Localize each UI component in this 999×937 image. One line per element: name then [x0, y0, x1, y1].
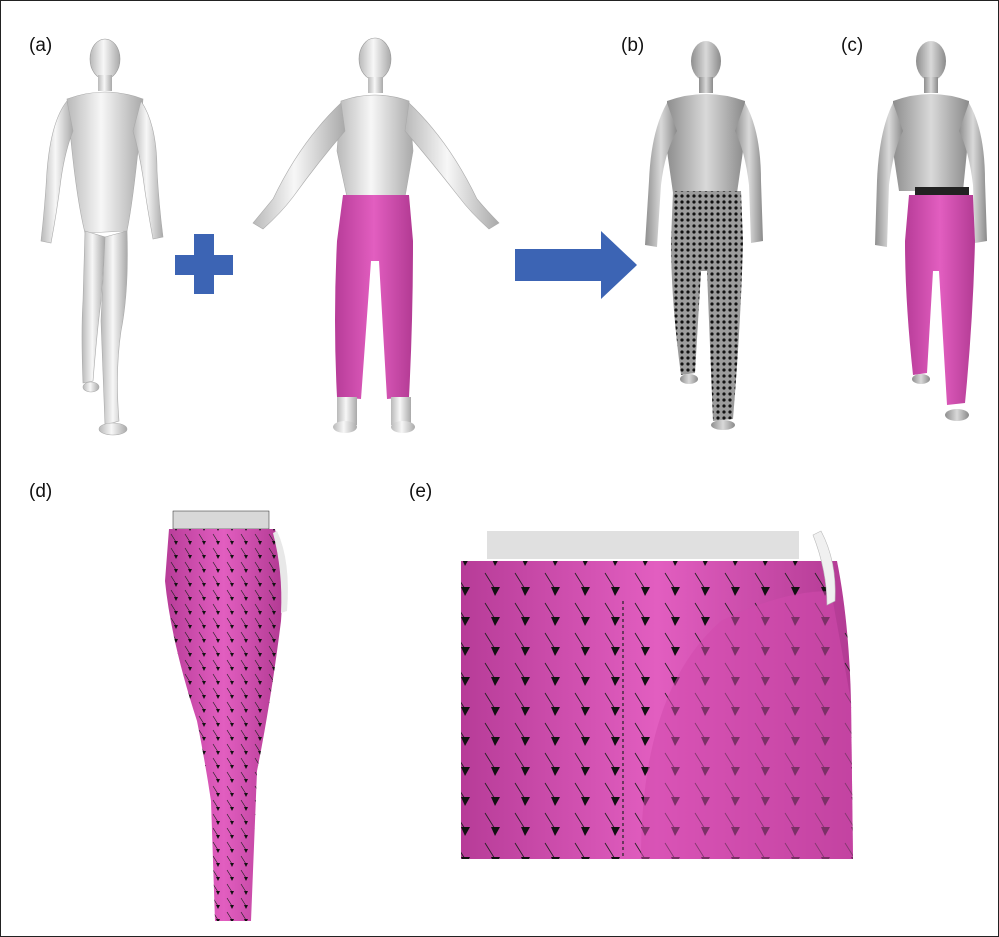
- panel-label-a: (a): [29, 35, 52, 57]
- body-apose-with-pants: [253, 38, 499, 433]
- pants-vector-field: [165, 511, 288, 921]
- panel-label-d: (d): [29, 481, 52, 503]
- zoomed-vector-field: [461, 531, 853, 859]
- body-with-mesh-pants: [645, 41, 763, 430]
- plus-icon: [175, 234, 233, 294]
- right-arrow-icon: [515, 231, 637, 299]
- body-with-pink-pants: [875, 41, 987, 421]
- body-walking-figure: [41, 39, 163, 435]
- panel-label-b: (b): [621, 35, 644, 57]
- panel-label-e: (e): [409, 481, 432, 503]
- panel-label-c: (c): [841, 35, 863, 57]
